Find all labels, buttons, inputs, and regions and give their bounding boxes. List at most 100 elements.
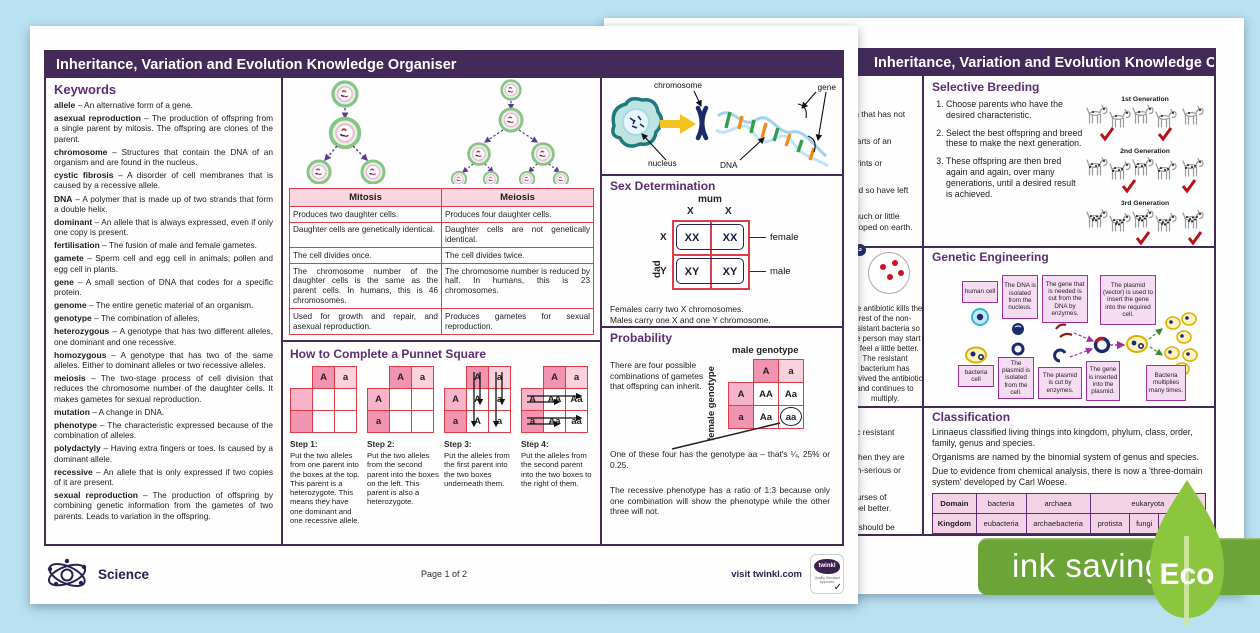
ge-box-gene-inserted: The gene is inserted into the plasmid. [1086,361,1120,401]
classification-paragraph: Due to evidence from chemical analysis, … [932,466,1203,487]
science-atom-icon [47,558,87,587]
classification-paragraph: Linnaeus classified living things into k… [932,427,1193,448]
classification-table: Domain bacteria archaea eukaryota Kingdo… [932,493,1207,534]
list-item: Select the best offspring and breed thes… [946,128,1084,150]
keyword-entry: fertilisation – The fusion of male and f… [54,240,257,251]
keyword-entry: allele – An alternative form of a gene. [54,100,193,110]
generation-label: 2nd Generation [1120,148,1170,155]
keyword-entry: gene – A small section of DNA that codes… [54,276,273,298]
dna-nucleus-icon [1012,323,1024,335]
keyword-entry: sexual reproduction – The production of … [54,490,273,521]
dalmatian-dogs-row-2 [1084,155,1206,193]
table-header: Meiosis [441,188,594,207]
cut-gene-icon [1055,323,1073,338]
ge-box-gene-cut: The gene that is needed is cut from the … [1042,275,1088,323]
keyword-entry: genotype – The combination of alleles. [54,313,200,324]
bacteria-dot-icon [880,264,886,270]
mum-label: mum [698,194,722,205]
fragment-line: s should be [852,522,895,532]
check-icon [1135,230,1151,245]
page-1-title: Inheritance, Variation and Evolution Kno… [46,52,842,78]
table-cell: The chromosome number of the daughter ce… [289,263,442,310]
mum-allele: X [687,206,694,217]
table-cell: protista [1089,513,1131,534]
subject-label: Science [98,566,150,582]
genetic-engineering-section: Genetic Engineering [924,246,1214,406]
male-label: male [770,266,791,277]
keyword-entry: meiosis – The two-stage process of cell … [54,373,274,404]
female-pointer-line [750,237,766,238]
fragment-line: m that has not [852,109,906,119]
table-cell: Daughter cells are genetically identical… [289,221,442,249]
dna-label: DNA [720,160,738,170]
classification-section: Classification Linnaeus classified livin… [924,406,1214,534]
twinkl-logo: twinkl [814,559,840,574]
page-2-divider-1 [650,246,1214,248]
table-cell: eubacteria [975,513,1027,534]
chromosome-label: chromosome [654,80,702,90]
modified-bacteria-icon [1126,335,1148,353]
ge-box-plasmid-isolated: The plasmid is isolated from the cell. [998,357,1034,399]
dad-allele: X [660,232,667,243]
keyword-entry: cystic fibrosis – A disorder of cell mem… [54,170,273,191]
nucleus-icon [622,108,650,136]
mitosis-meiosis-table: Mitosis Meiosis Produces two daughter ce… [289,188,594,335]
generation-group: 1st Generation [1084,96,1206,148]
keyword-entry: DNA – A polymer that is made up of two s… [54,193,273,214]
keyword-entry: recessive – An allele that is only expre… [54,466,273,488]
petri-dish-icon [868,252,910,294]
page-2-divider-2 [650,406,1214,408]
middle-column: Mitosis Meiosis Produces two daughter ce… [283,78,602,544]
table-cell: The chromosome number is reduced by half… [441,263,594,310]
probability-section: Probability There are four possible comb… [602,328,842,544]
step-label: Step 3: [444,438,472,449]
section-divider [602,326,842,328]
eco-leaf-badge: Eco [1128,476,1246,628]
step-label: Step 4: [521,438,549,449]
classification-heading: Classification [932,410,1011,424]
step-text: Put the two alleles from the second pare… [367,450,439,507]
selective-breeding-list: Choose parents who have the desired char… [932,99,1084,252]
plasmid-icon [1011,342,1025,356]
step-label: Step 2: [367,438,395,449]
probability-intro: There are four possible combinations of … [610,360,704,391]
page-1-footer: Science Page 1 of 2 visit twinkl.com twi… [44,550,844,598]
fragment-line: tic resistant [852,427,895,437]
ge-box-bacteria-cell: bacteria cell [958,365,994,387]
ge-box-plasmid-cut: The plasmid is cut by enzymes. [1038,367,1082,399]
check-icon [1099,126,1115,141]
cell-division-diagram [283,78,600,188]
keyword-entry: mutation – A change in DNA. [54,406,165,417]
probability-note-2: The recessive phenotype has a ratio of 1… [610,485,830,516]
check-icon [1181,178,1197,193]
generation-group: 3rd Generation [1084,200,1206,252]
keyword-entry: homozygous – A genotype that has two of … [54,349,273,371]
check-icon [1187,230,1203,245]
table-cell: bacteria [975,493,1027,514]
ge-box-human-cell: human cell [962,281,998,303]
cut-plasmid-icon [1053,348,1067,363]
female-genotype-label: female genotype [706,366,717,441]
punnet-heading: How to Complete a Punnet Square [290,346,487,361]
generation-label: 1st Generation [1121,96,1169,103]
ge-box-plasmid-vector: The plasmid (vector) is used to insert t… [1100,275,1156,325]
table-cell: archaea [1025,493,1091,514]
fragment-line: feel better. [852,503,892,513]
genetic-engineering-diagram: human cell The DNA is isolated from the … [932,265,1206,401]
page-2-main-column: Selective Breeding Choose parents who ha… [924,76,1214,534]
twinkl-badge: twinkl Quality Standard Approved ✓ [810,554,844,594]
visit-twinkl-link[interactable]: visit twinkl.com [731,568,802,580]
mitosis-meiosis-cells [306,79,570,188]
male-pointer-line [750,271,766,272]
ge-box-dna-isolated: The DNA is isolated from the nucleus. [1002,275,1038,319]
page-number: Page 1 of 2 [420,569,468,579]
